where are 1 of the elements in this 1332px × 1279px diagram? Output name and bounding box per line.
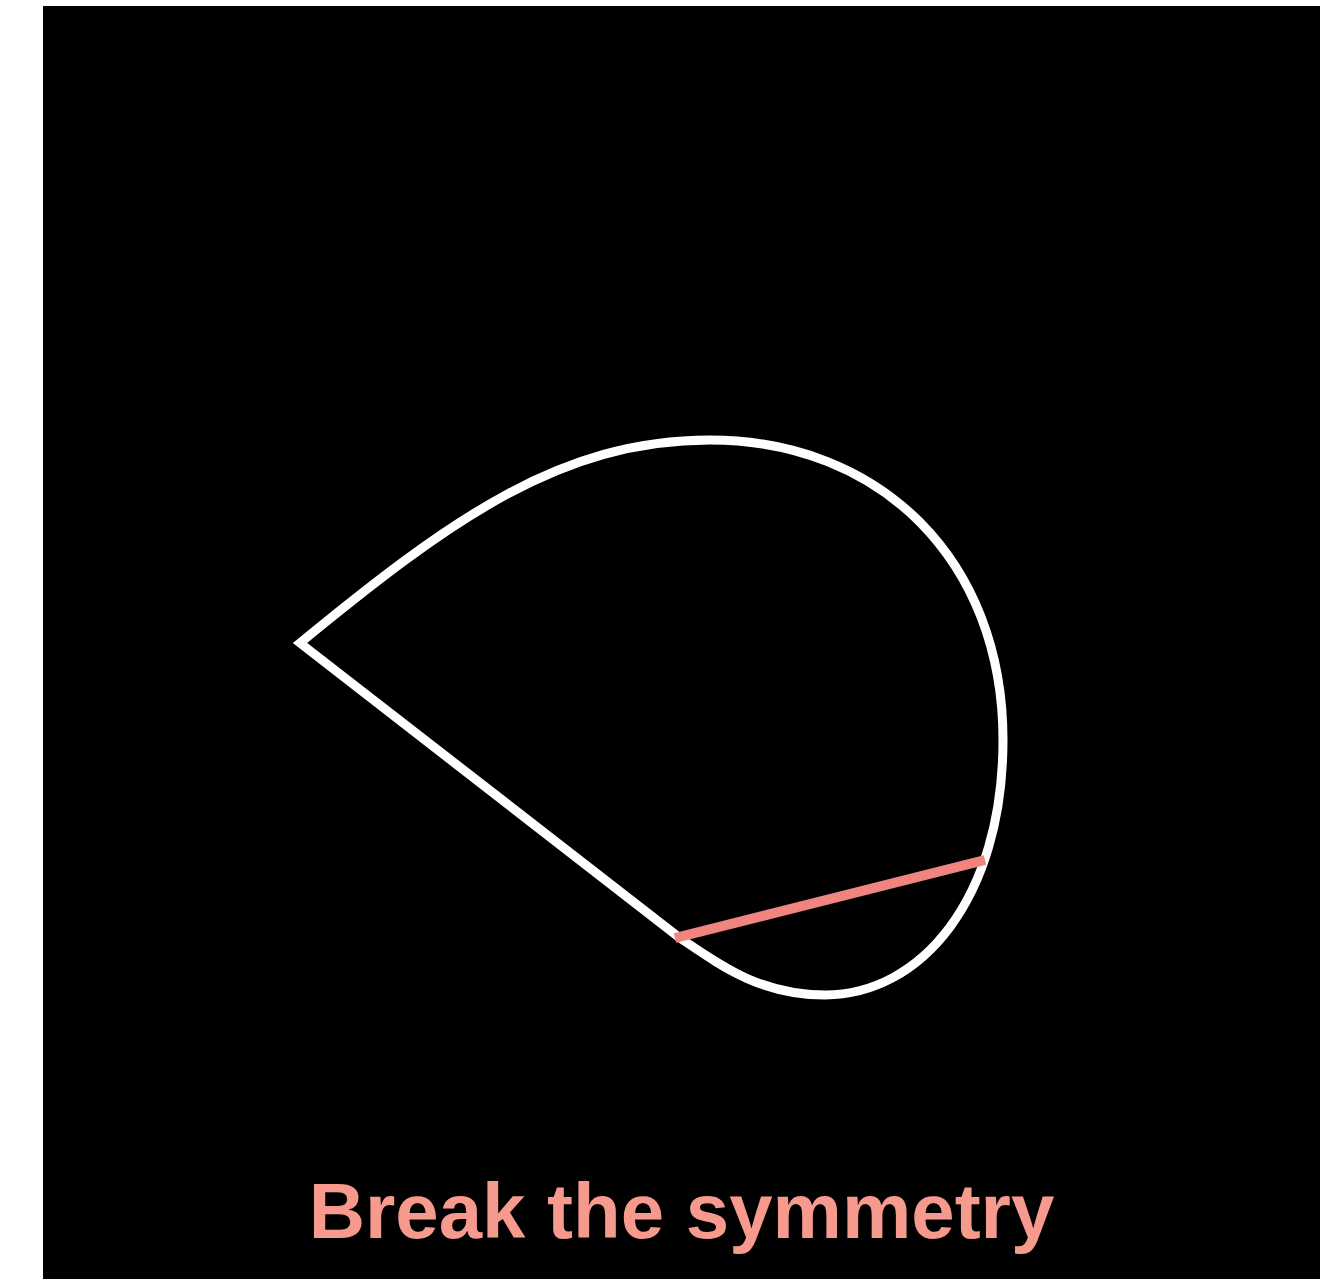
caption-text: Break the symmetry [307, 1166, 1056, 1256]
